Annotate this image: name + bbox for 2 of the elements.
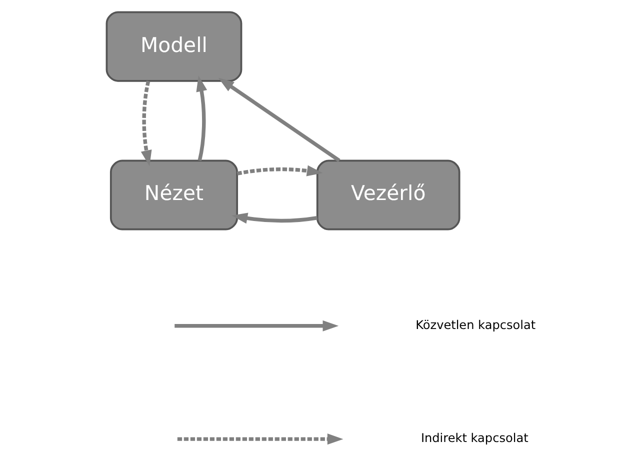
legend-label: Indirekt kapcsolat	[420, 431, 528, 446]
legend-label: Közvetlen kapcsolat	[415, 318, 536, 332]
